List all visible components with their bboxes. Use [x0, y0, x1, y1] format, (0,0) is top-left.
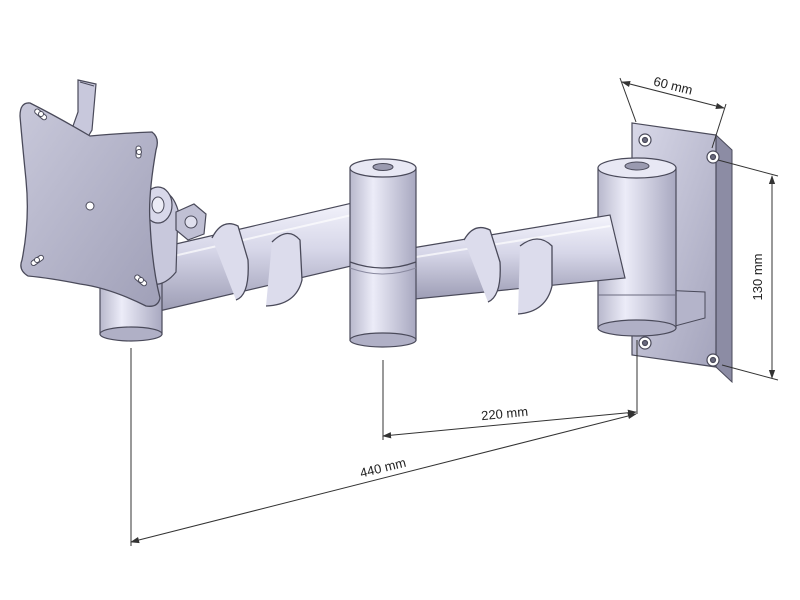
dimension-lines	[130, 77, 779, 546]
dimension-label-total-reach: 440 mm	[358, 455, 407, 481]
outer-arm	[399, 214, 626, 301]
vesa-mount-slots	[30, 108, 148, 287]
middle-joint-cylinder	[349, 158, 417, 348]
tilt-knob	[175, 203, 207, 241]
vesa-center-hole	[85, 201, 95, 211]
dimension-label-plate-width: 60 mm	[652, 74, 694, 98]
dimension-label-second-arm-length: 220 mm	[480, 404, 528, 423]
cable-clip	[211, 223, 553, 315]
plate-screw-holes	[638, 133, 720, 367]
vesa-plate	[19, 102, 161, 307]
dimension-label-plate-height: 130 mm	[750, 254, 765, 301]
